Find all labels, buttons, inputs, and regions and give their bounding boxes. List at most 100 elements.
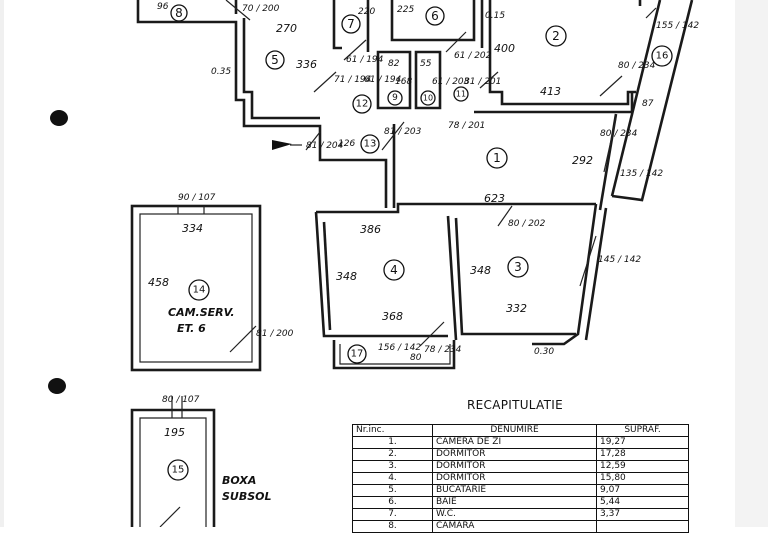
dim-270: 270 (276, 22, 297, 35)
svg-text:8: 8 (175, 6, 183, 20)
room-14-marker: 14 (188, 279, 210, 301)
dim-78-234: 78 / 234 (424, 345, 462, 355)
dimension-labels: 96 70 / 200 270 336 0.35 220 225 0.15 40… (148, 2, 699, 439)
svg-text:12: 12 (356, 99, 369, 110)
dim-168: 168 (395, 77, 412, 87)
dim-0-35: 0.35 (211, 67, 231, 77)
cell-nr: 7. (352, 508, 433, 521)
dim-0-30: 0.30 (534, 347, 554, 357)
dim-87: 87 (642, 99, 654, 109)
service-room-14 (130, 204, 262, 372)
dim-78-201: 78 / 201 (448, 121, 485, 131)
svg-text:7: 7 (347, 17, 355, 31)
dim-96: 96 (157, 2, 169, 12)
room-4-marker: 4 (383, 259, 405, 281)
dim-90-107a: 90 / 107 (178, 193, 216, 203)
dim-368: 368 (382, 310, 403, 323)
room-5-marker: 5 (265, 50, 285, 70)
svg-text:15: 15 (172, 465, 185, 476)
dim-80-234b: 80 / 234 (600, 129, 638, 139)
cell-denumire: CAMERA DE ZI (432, 436, 597, 449)
dim-61-194b: 61 / 194 (364, 75, 402, 85)
dim-400: 400 (494, 42, 515, 55)
label-subsol: SUBSOL (222, 490, 272, 503)
dim-386: 386 (360, 223, 381, 236)
dim-0-15: 0.15 (485, 11, 505, 21)
cell-supraf: 9,07 (596, 484, 689, 497)
dim-70-200: 70 / 200 (242, 4, 280, 14)
svg-text:13: 13 (364, 139, 377, 150)
svg-text:5: 5 (271, 53, 279, 67)
dim-156-142: 156 / 142 (378, 343, 421, 353)
cell-supraf: 5,44 (596, 496, 689, 509)
label-cam-serv: CAM.SERV. (168, 306, 235, 319)
dim-61-202: 61 / 202 (454, 51, 492, 61)
dim-80-234a: 80 / 234 (618, 61, 656, 71)
dim-81-204: 81 / 204 (306, 141, 344, 151)
svg-text:2: 2 (552, 29, 560, 43)
svg-text:10: 10 (423, 94, 433, 103)
room-9-marker: 9 (387, 90, 403, 106)
dim-413: 413 (540, 85, 561, 98)
right-margin (735, 0, 768, 527)
room-text-labels: CAM.SERV. ET. 6 BOXA SUBSOL (168, 306, 272, 503)
dim-225: 225 (397, 5, 414, 15)
svg-text:14: 14 (193, 285, 206, 296)
dim-348a: 348 (336, 270, 357, 283)
svg-text:17: 17 (351, 349, 364, 360)
dim-348b: 348 (470, 264, 491, 277)
dim-81-200: 81 / 200 (256, 329, 294, 339)
dim-332: 332 (506, 302, 527, 315)
header-supraf: SUPRAF. (596, 424, 689, 437)
dim-334: 334 (182, 222, 203, 235)
cell-nr: 5. (352, 484, 433, 497)
punch-hole-bottom (48, 378, 66, 394)
dim-71-194: 71 / 194 (334, 75, 372, 85)
recap-section: RECAPITULATIE Nr.inc. DENUMIRE SUPRAF. 1… (352, 398, 689, 533)
dim-336: 336 (296, 58, 317, 71)
storage-box-15 (130, 396, 216, 527)
dim-61-203: 61 / 203 (432, 77, 470, 87)
svg-text:1: 1 (493, 151, 501, 165)
doors-windows (159, 0, 657, 527)
room-8-marker: 8 (170, 4, 188, 22)
left-margin (0, 0, 4, 527)
entrance-arrow-icon (272, 140, 292, 150)
dim-81-201: 81 / 201 (464, 77, 501, 87)
dim-55: 55 (420, 59, 432, 69)
room-10-marker: 10 (420, 90, 436, 106)
recap-header-row: Nr.inc. DENUMIRE SUPRAF. (352, 424, 689, 437)
table-row: 7.W.C.3,37 (352, 508, 689, 521)
punch-hole-top (50, 110, 68, 126)
room-6-marker: 6 (425, 6, 445, 26)
dim-623: 623 (484, 192, 505, 205)
dim-80-107b: 80 / 107 (162, 395, 200, 405)
room-7-marker: 7 (341, 14, 361, 34)
dim-220: 220 (358, 7, 375, 17)
dim-195: 195 (164, 426, 185, 439)
svg-text:3: 3 (514, 260, 522, 274)
dim-80: 80 (410, 353, 422, 363)
room-3-marker: 3 (507, 256, 529, 278)
dim-61-194a: 61 / 194 (346, 55, 384, 65)
cell-supraf: 3,37 (596, 508, 689, 521)
room-16-marker: 16 (651, 45, 673, 67)
svg-text:16: 16 (656, 51, 669, 62)
label-et6: ET. 6 (177, 322, 206, 335)
room-15-marker: 15 (167, 459, 189, 481)
svg-text:9: 9 (392, 93, 398, 103)
header-denumire: DENUMIRE (432, 424, 597, 437)
room-17-marker: 17 (347, 344, 367, 364)
cell-nr: 1. (352, 436, 433, 449)
cell-denumire: BAIE (432, 496, 597, 509)
cell-supraf: 19,27 (596, 436, 689, 449)
room-1-marker: 1 (486, 147, 508, 169)
cell-supraf: 15,80 (596, 472, 689, 485)
dim-458: 458 (148, 276, 169, 289)
dim-292: 292 (572, 154, 593, 167)
cell-nr: 4. (352, 472, 433, 485)
dim-155-142: 155 / 142 (656, 21, 699, 31)
